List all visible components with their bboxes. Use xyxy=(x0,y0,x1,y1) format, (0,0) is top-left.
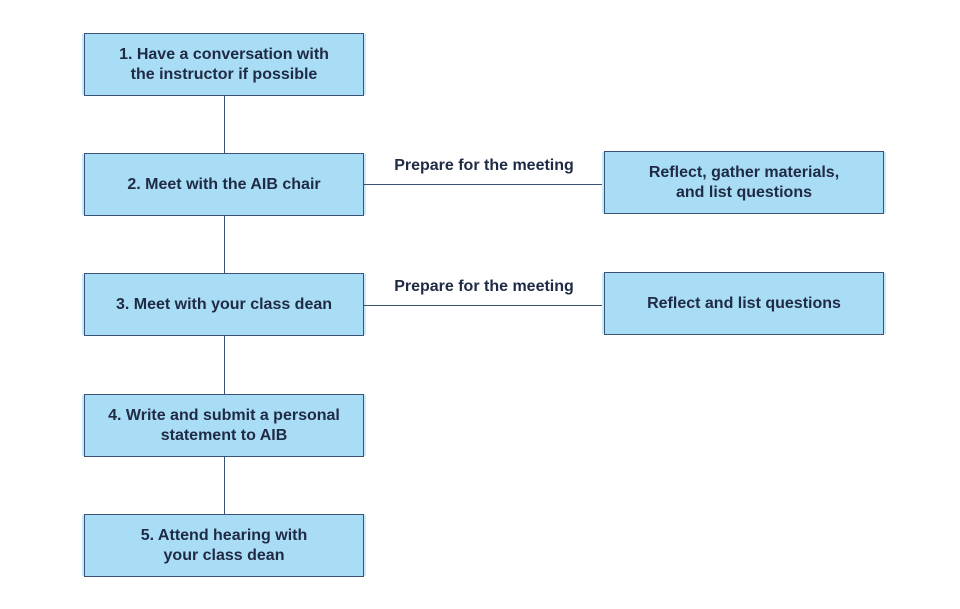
connector-3-4 xyxy=(224,336,225,394)
step-3-box: 3. Meet with your class dean xyxy=(84,273,364,336)
branch-1-box: Reflect, gather materials, and list ques… xyxy=(604,151,884,214)
step-1-box: 1. Have a conversation with the instruct… xyxy=(84,33,364,96)
branch-1-edge-label: Prepare for the meeting xyxy=(394,157,574,174)
connector-2-3 xyxy=(224,216,225,273)
connector-1-2 xyxy=(224,96,225,153)
step-4-box: 4. Write and submit a personal statement… xyxy=(84,394,364,457)
branch-1-label: Reflect, gather materials, and list ques… xyxy=(648,163,840,201)
step-5-box: 5. Attend hearing with your class dean xyxy=(84,514,364,577)
branch-2-connector xyxy=(364,305,604,306)
step-3-label: 3. Meet with your class dean xyxy=(115,295,333,313)
branch-2-box: Reflect and list questions xyxy=(604,272,884,335)
step-1-label: 1. Have a conversation with the instruct… xyxy=(119,45,329,83)
branch-2-label: Reflect and list questions xyxy=(647,294,841,312)
step-2-box: 2. Meet with the AIB chair xyxy=(84,153,364,216)
connector-4-5 xyxy=(224,457,225,514)
step-2-label: 2. Meet with the AIB chair xyxy=(127,175,321,193)
step-5-label: 5. Attend hearing with your class dean xyxy=(140,526,308,564)
step-4-label: 4. Write and submit a personal statement… xyxy=(108,406,340,444)
branch-1-connector xyxy=(364,184,604,185)
branch-2-edge-label: Prepare for the meeting xyxy=(394,278,574,295)
